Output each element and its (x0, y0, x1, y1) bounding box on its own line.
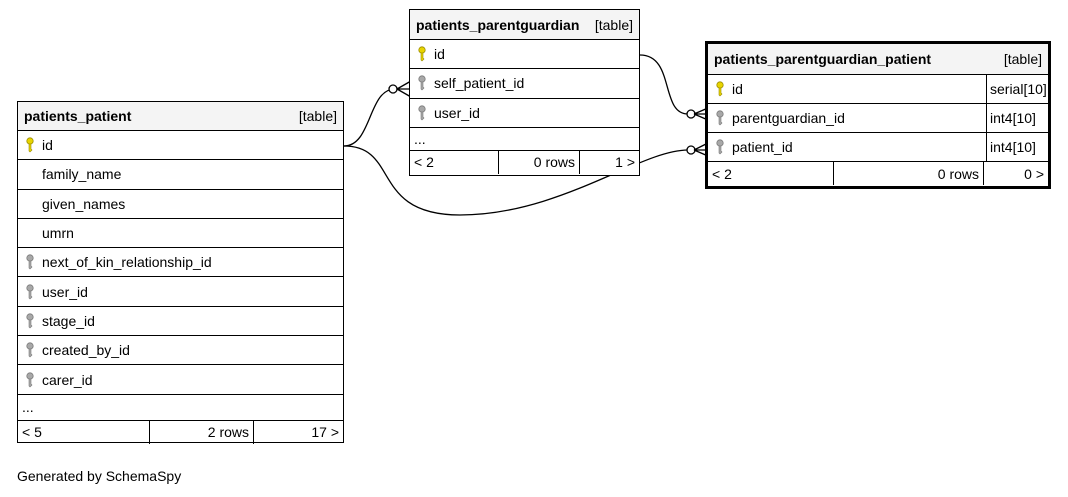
column-name: created_by_id (42, 342, 130, 359)
column-row-stage-id[interactable]: stage_id (18, 307, 343, 337)
column-row-id[interactable]: id (18, 131, 343, 161)
column-row-user-id[interactable]: user_id (410, 99, 639, 128)
column-type: int4[10] (986, 133, 1048, 161)
foreign-key-icon (410, 75, 434, 91)
primary-key-icon (410, 46, 434, 62)
column-name: umrn (42, 225, 74, 242)
column-row-id[interactable]: id (410, 40, 639, 70)
column-type: serial[10] (986, 75, 1048, 103)
footer-children: 1 > (615, 154, 635, 171)
column-name: user_id (434, 104, 480, 121)
column-list: id self_patient_id user_id (410, 40, 639, 128)
foreign-key-icon (18, 284, 42, 300)
footer-parents: < 5 (18, 420, 150, 444)
foreign-key-icon (708, 110, 732, 126)
column-name: parentguardian_id (732, 110, 845, 126)
table-name: patients_parentguardian (416, 16, 580, 33)
table-kind: [table] (594, 16, 633, 33)
link-parentguardian-to-pgp (639, 54, 689, 115)
column-name: self_patient_id (434, 75, 525, 92)
table-footer: < 5 2 rows 17 > (18, 420, 343, 444)
footer-parents: < 2 (410, 150, 499, 174)
table-header: patients_parentguardian_patient [table] (708, 44, 1048, 75)
column-row-parentguardian-id[interactable]: parentguardian_id int4[10] (708, 104, 1048, 133)
primary-key-icon (708, 81, 732, 97)
column-name: given_names (42, 195, 126, 212)
ellipsis: ... (414, 130, 426, 147)
link-patient-to-parentguardian (343, 88, 396, 147)
generated-by-label: Generated by SchemaSpy (17, 468, 182, 484)
foreign-key-icon (18, 313, 42, 329)
foreign-key-icon (708, 139, 732, 155)
ellipsis: ... (22, 399, 34, 416)
column-name: carer_id (42, 371, 93, 388)
footer-children: 0 > (1024, 165, 1044, 182)
column-type: int4[10] (986, 104, 1048, 132)
table-patients-parentguardian-patient[interactable]: patients_parentguardian_patient [table] … (705, 41, 1051, 189)
footer-row-count: 0 rows (499, 150, 580, 174)
table-kind: [table] (1003, 51, 1042, 67)
column-name: id (434, 46, 445, 63)
foreign-key-icon (18, 254, 42, 270)
table-kind: [table] (298, 108, 337, 124)
table-name: patients_parentguardian_patient (714, 51, 932, 67)
column-row-patient-id[interactable]: patient_id int4[10] (708, 133, 1048, 162)
column-row-umrn[interactable]: umrn (18, 219, 343, 249)
table-footer: < 2 0 rows 0 > (708, 162, 1048, 185)
link-optional-marker (388, 84, 398, 94)
footer-parents: < 2 (708, 162, 834, 185)
table-footer: < 2 0 rows 1 > (410, 150, 639, 174)
primary-key-icon (18, 137, 42, 153)
footer-row-count: 2 rows (150, 420, 254, 444)
column-row-carer-id[interactable]: carer_id (18, 365, 343, 395)
column-name: id (732, 81, 743, 97)
footer-row-count: 0 rows (834, 162, 984, 185)
column-row-created-by-id[interactable]: created_by_id (18, 336, 343, 366)
table-header: patients_parentguardian [table] (410, 10, 639, 40)
link-optional-marker (686, 145, 696, 155)
column-name: stage_id (42, 312, 95, 329)
column-name: patient_id (732, 139, 793, 155)
footer-children: 17 > (311, 424, 339, 441)
foreign-key-icon (18, 371, 42, 388)
column-row-next-of-kin-relationship-id[interactable]: next_of_kin_relationship_id (18, 248, 343, 278)
column-row-given-names[interactable]: given_names (18, 190, 343, 219)
column-row-id[interactable]: id serial[10] (708, 75, 1048, 104)
more-columns: ... (18, 395, 343, 421)
link-crowfoot (396, 80, 412, 98)
more-columns: ... (410, 128, 639, 151)
column-name: family_name (42, 166, 122, 183)
column-name: next_of_kin_relationship_id (42, 254, 212, 271)
column-row-self-patient-id[interactable]: self_patient_id (410, 69, 639, 99)
foreign-key-icon (18, 342, 42, 358)
column-name: user_id (42, 283, 88, 300)
column-name: id (42, 137, 53, 154)
column-row-family-name[interactable]: family_name (18, 160, 343, 190)
link-optional-marker (686, 109, 696, 119)
table-name: patients_patient (24, 108, 132, 124)
foreign-key-icon (410, 105, 434, 121)
table-patients-parentguardian[interactable]: patients_parentguardian [table] id self_p… (409, 9, 640, 176)
column-row-user-id[interactable]: user_id (18, 277, 343, 307)
table-header: patients_patient [table] (18, 102, 343, 131)
